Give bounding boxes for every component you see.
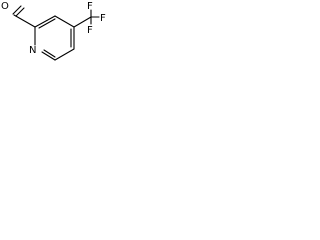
atom-label-nitrogen: N bbox=[29, 45, 36, 56]
chemical-structure-diagram: O N F F F bbox=[1, 1, 106, 61]
atom-label-fluorine-bottom: F bbox=[87, 25, 93, 36]
atom-label-fluorine-right: F bbox=[100, 13, 106, 24]
cf3-attach-bond bbox=[73, 16, 92, 28]
ring-bond-c2-c3-inner bbox=[38, 18, 56, 29]
aldehyde-double-bond-b bbox=[15, 7, 25, 17]
atom-label-fluorine-top: F bbox=[87, 1, 93, 12]
aldehyde-double-bond-a bbox=[12, 5, 22, 15]
atom-label-oxygen: O bbox=[1, 1, 9, 12]
ring-bond-c3-c4 bbox=[54, 15, 75, 28]
ring-bond-c5-c6 bbox=[54, 48, 75, 61]
ring-bond-c2-c3 bbox=[34, 15, 56, 28]
ring-bond-c6-n1-inner bbox=[43, 49, 56, 58]
aldehyde-ch-bond bbox=[13, 14, 36, 28]
ring-bond-c6-n1 bbox=[41, 51, 56, 61]
